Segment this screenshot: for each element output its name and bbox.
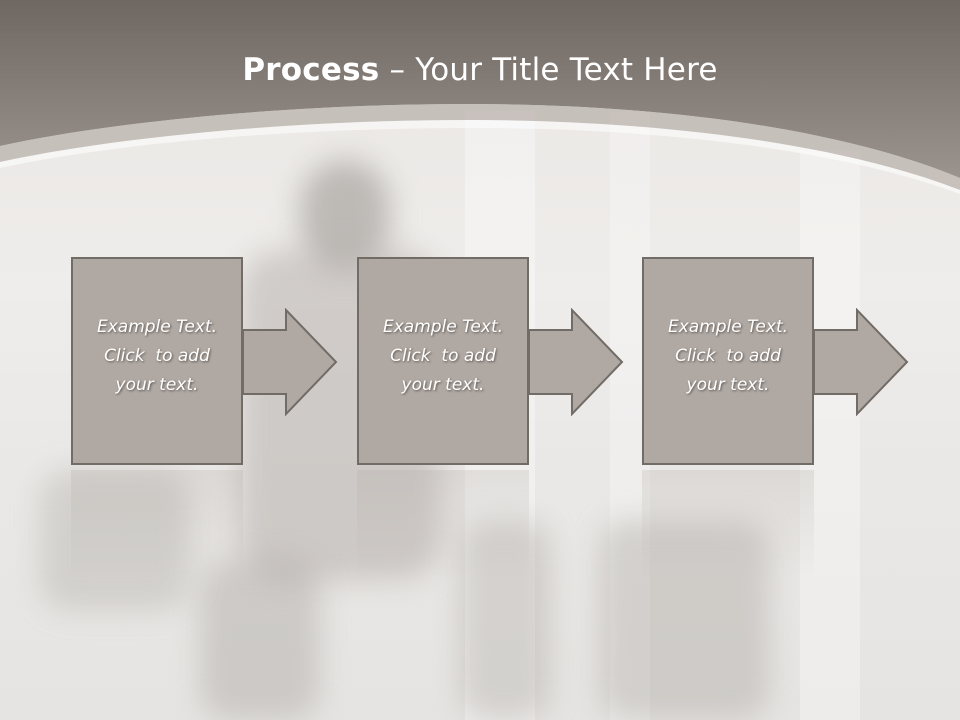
step-1-line-2: Click to add	[104, 346, 210, 366]
blurred-figure	[200, 560, 320, 720]
step-2-line-3: your text.	[401, 375, 485, 395]
step-2-text[interactable]: Example Text. Click to add your text.	[359, 313, 527, 400]
title-rest-text: – Your Title Text Here	[379, 52, 718, 88]
process-step-1[interactable]: Example Text. Click to add your text.	[71, 257, 243, 465]
blurred-figure	[300, 160, 390, 270]
header-band	[0, 0, 960, 194]
blurred-figure	[460, 520, 550, 720]
step-3-line-3: your text.	[686, 375, 770, 395]
step-3-text[interactable]: Example Text. Click to add your text.	[644, 313, 812, 400]
step-1-arrow-icon	[243, 308, 338, 416]
step-3-arrow-icon	[814, 308, 909, 416]
title-bold-text: Process	[242, 52, 380, 88]
step-2-line-1: Example Text.	[382, 317, 504, 337]
process-step-2[interactable]: Example Text. Click to add your text.	[357, 257, 529, 465]
slide-title[interactable]: Process – Your Title Text Here	[0, 52, 960, 88]
step-1-reflection	[71, 470, 243, 580]
step-1-line-3: your text.	[115, 375, 199, 395]
step-1-text[interactable]: Example Text. Click to add your text.	[73, 313, 241, 400]
step-2-line-2: Click to add	[390, 346, 496, 366]
step-3-line-1: Example Text.	[667, 317, 789, 337]
step-2-reflection	[357, 470, 529, 580]
blurred-figure	[600, 520, 770, 720]
step-1-line-1: Example Text.	[96, 317, 218, 337]
step-3-reflection	[642, 470, 814, 580]
step-3-line-2: Click to add	[675, 346, 781, 366]
step-2-arrow-icon	[529, 308, 624, 416]
process-step-3[interactable]: Example Text. Click to add your text.	[642, 257, 814, 465]
blurred-figure	[40, 470, 190, 610]
